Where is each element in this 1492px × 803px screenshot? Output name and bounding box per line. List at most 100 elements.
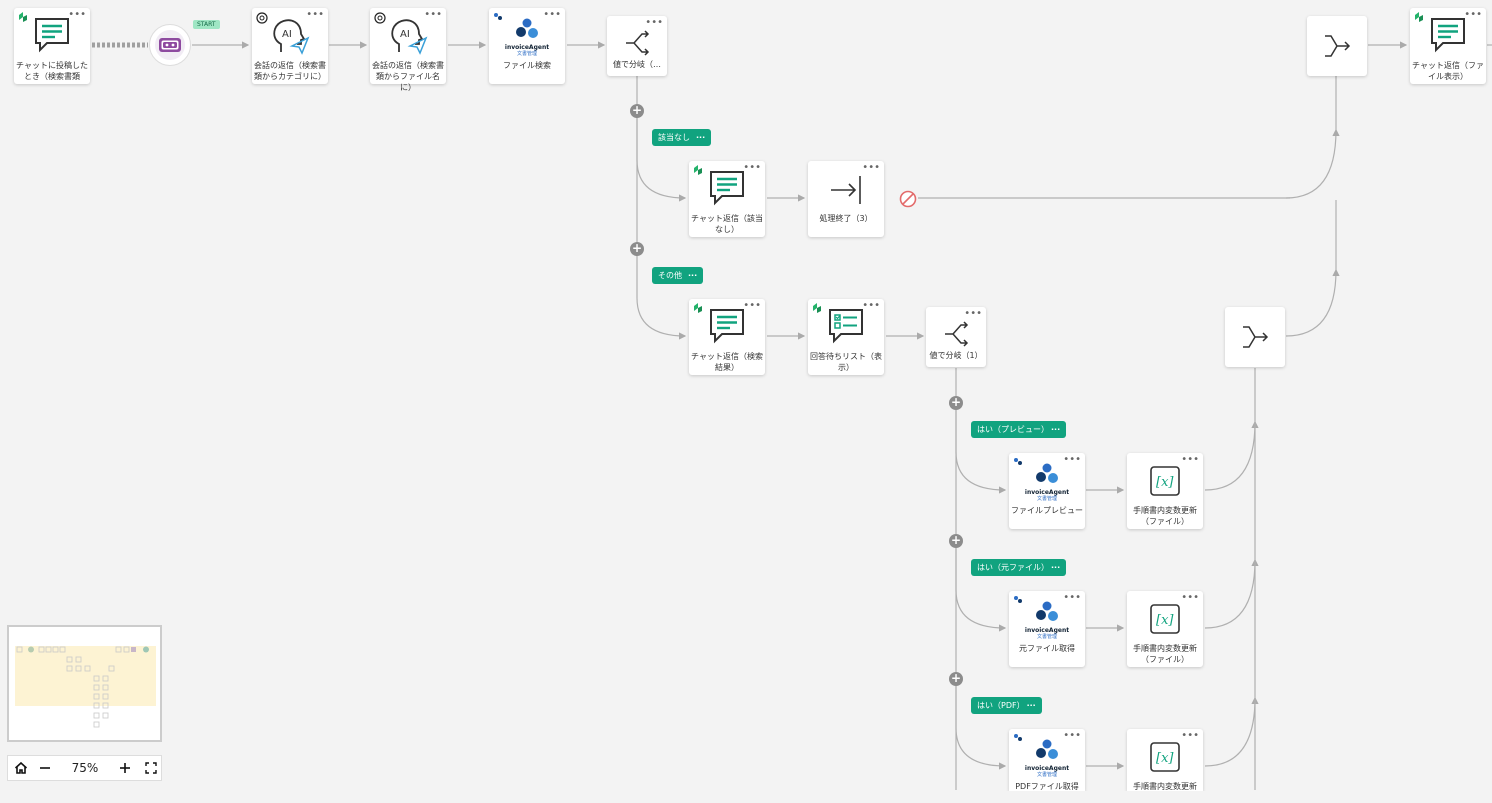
app-badge-icon <box>694 303 702 313</box>
svg-text:AI: AI <box>400 29 410 40</box>
node-variable-update-1[interactable]: ••• [x] 手順書内変数更新（ファイル） <box>1127 453 1203 529</box>
node-file-preview[interactable]: ••• invoiceAgent 文書管理 ファイルプレビュー <box>1009 453 1085 529</box>
home-button[interactable] <box>10 756 32 780</box>
branch-icon <box>626 30 650 56</box>
branch-icon <box>945 321 969 347</box>
start-robot-node[interactable] <box>149 24 191 66</box>
node-chat-reply-result[interactable]: ••• チャット返信（検索結果） <box>689 299 765 375</box>
app-badge-icon <box>694 165 702 175</box>
node-file-search[interactable]: ••• invoiceAgent 文書管理 ファイル検索 <box>489 8 565 84</box>
node-label: 回答待ちリスト（表示） <box>810 352 882 372</box>
node-menu-icon[interactable]: ••• <box>645 17 663 28</box>
branch-menu-icon[interactable]: ··· <box>688 271 698 280</box>
node-chat-reply-none[interactable]: ••• チャット返信（該当なし） <box>689 161 765 237</box>
node-label: 会話の返信（検索書類からファイル名に） <box>372 61 444 92</box>
node-label: チャットに投稿したとき（検索書類 <box>16 61 88 81</box>
node-ai-reply-filename[interactable]: ••• AI 会話の返信（検索書類からファイル名に） <box>370 8 446 92</box>
variable-icon: [x] <box>1150 466 1180 496</box>
node-label: 会話の返信（検索書類からカテゴリに） <box>254 61 326 81</box>
branch-tag-yes-original[interactable]: はい（元ファイル）··· <box>971 559 1067 576</box>
branch-tag-yes-pdf[interactable]: はい（PDF）··· <box>971 697 1042 714</box>
node-menu-icon[interactable]: ••• <box>862 162 880 173</box>
plus-icon <box>120 763 130 773</box>
node-label: PDFファイル取得 <box>1015 782 1079 791</box>
node-original-file[interactable]: ••• invoiceAgent 文書管理 元ファイル取得 <box>1009 591 1085 667</box>
app-badge-icon <box>19 12 27 22</box>
chat-icon <box>35 18 69 53</box>
node-label: 手順書内変数更新（ファイル） <box>1133 506 1197 526</box>
node-menu-icon[interactable]: ••• <box>1181 592 1199 603</box>
node-answer-wait-list[interactable]: ••• 回答待ちリスト（表示） <box>808 299 884 375</box>
add-branch-button[interactable]: + <box>949 395 963 410</box>
node-menu-icon[interactable]: ••• <box>68 9 86 20</box>
node-menu-icon[interactable]: ••• <box>424 9 442 20</box>
branch-menu-icon[interactable]: ··· <box>696 133 706 142</box>
node-menu-icon[interactable]: ••• <box>743 300 761 311</box>
ai-send-icon: AI <box>273 19 310 55</box>
branch-menu-icon[interactable]: ··· <box>1051 563 1061 572</box>
svg-text:[x]: [x] <box>1156 613 1174 628</box>
node-label: 元ファイル取得 <box>1019 644 1075 653</box>
node-chat-reply-file[interactable]: ••• チャット返信（ファイル表示） <box>1410 8 1486 84</box>
minimap[interactable] <box>7 625 162 742</box>
node-process-end[interactable]: ••• 処理終了（3） <box>808 161 884 237</box>
node-merge-top[interactable] <box>1307 16 1367 76</box>
node-label: チャット返信（ファイル表示） <box>1412 61 1484 81</box>
ai-send-icon: AI <box>391 19 428 55</box>
node-label: 手順書内変数更新（ファイル） <box>1133 644 1197 664</box>
add-branch-button[interactable]: + <box>630 241 644 256</box>
node-menu-icon[interactable]: ••• <box>1063 592 1081 603</box>
app-badge-icon <box>1415 12 1423 22</box>
node-merge-mid[interactable] <box>1225 307 1285 367</box>
node-menu-icon[interactable]: ••• <box>1464 9 1482 20</box>
node-menu-icon[interactable]: ••• <box>743 162 761 173</box>
add-branch-button[interactable]: + <box>949 533 963 548</box>
add-branch-button[interactable]: + <box>949 671 963 686</box>
node-menu-icon[interactable]: ••• <box>1063 730 1081 741</box>
minimap-viewport[interactable] <box>15 646 156 706</box>
branch-tag-other[interactable]: その他··· <box>652 267 704 284</box>
invoice-agent-icon: invoiceAgent 文書管理 <box>497 18 557 57</box>
invoice-agent-icon: invoiceAgent 文書管理 <box>1017 739 1077 778</box>
fit-screen-button[interactable] <box>140 756 162 780</box>
node-label: ファイル検索 <box>503 61 551 70</box>
node-label: ファイルプレビュー <box>1011 506 1083 515</box>
node-menu-icon[interactable]: ••• <box>1063 454 1081 465</box>
add-branch-button[interactable]: + <box>630 103 644 118</box>
zoom-controls: 75% <box>7 755 162 781</box>
node-variable-update-3[interactable]: ••• [x] 手順書内変数更新（ファ <box>1127 729 1203 802</box>
node-menu-icon[interactable]: ••• <box>1181 454 1199 465</box>
chat-icon <box>710 171 744 206</box>
variable-icon: [x] <box>1150 742 1180 772</box>
node-trigger[interactable]: ••• チャットに投稿したとき（検索書類 <box>14 8 90 84</box>
node-menu-icon[interactable]: ••• <box>306 9 324 20</box>
invoice-badge-icon <box>1014 734 1022 741</box>
invoice-badge-icon <box>1014 596 1022 603</box>
node-pdf-file[interactable]: ••• invoiceAgent 文書管理 PDFファイル取得 <box>1009 729 1085 791</box>
svg-text:[x]: [x] <box>1156 751 1174 766</box>
node-variable-update-2[interactable]: ••• [x] 手順書内変数更新（ファイル） <box>1127 591 1203 667</box>
svg-text:[x]: [x] <box>1156 475 1174 490</box>
end-icon <box>831 176 861 204</box>
branch-tag-yes-preview[interactable]: はい（プレビュー）··· <box>971 421 1067 438</box>
node-menu-icon[interactable]: ••• <box>543 9 561 20</box>
node-label: チャット返信（該当なし） <box>691 214 763 234</box>
zoom-out-button[interactable] <box>34 756 56 780</box>
branch-menu-icon[interactable]: ··· <box>1026 701 1036 710</box>
app-badge-icon <box>813 303 821 313</box>
branch-tag-none[interactable]: 該当なし··· <box>652 129 712 146</box>
merge-icon <box>1243 326 1269 348</box>
zoom-in-button[interactable] <box>114 756 136 780</box>
node-branch-main[interactable]: ••• 値で分岐（… <box>607 16 667 76</box>
node-ai-reply-category[interactable]: ••• AI 会話の返信（検索書類からカテゴリに） <box>252 8 328 84</box>
node-branch-sub[interactable]: ••• 値で分岐（1） <box>926 307 986 367</box>
node-menu-icon[interactable]: ••• <box>862 300 880 311</box>
node-menu-icon[interactable]: ••• <box>1181 730 1199 741</box>
node-menu-icon[interactable]: ••• <box>964 308 982 319</box>
node-label: チャット返信（検索結果） <box>691 352 763 372</box>
variable-icon: [x] <box>1150 604 1180 634</box>
branch-menu-icon[interactable]: ··· <box>1051 425 1061 434</box>
node-label: 値で分岐（1） <box>929 351 983 360</box>
